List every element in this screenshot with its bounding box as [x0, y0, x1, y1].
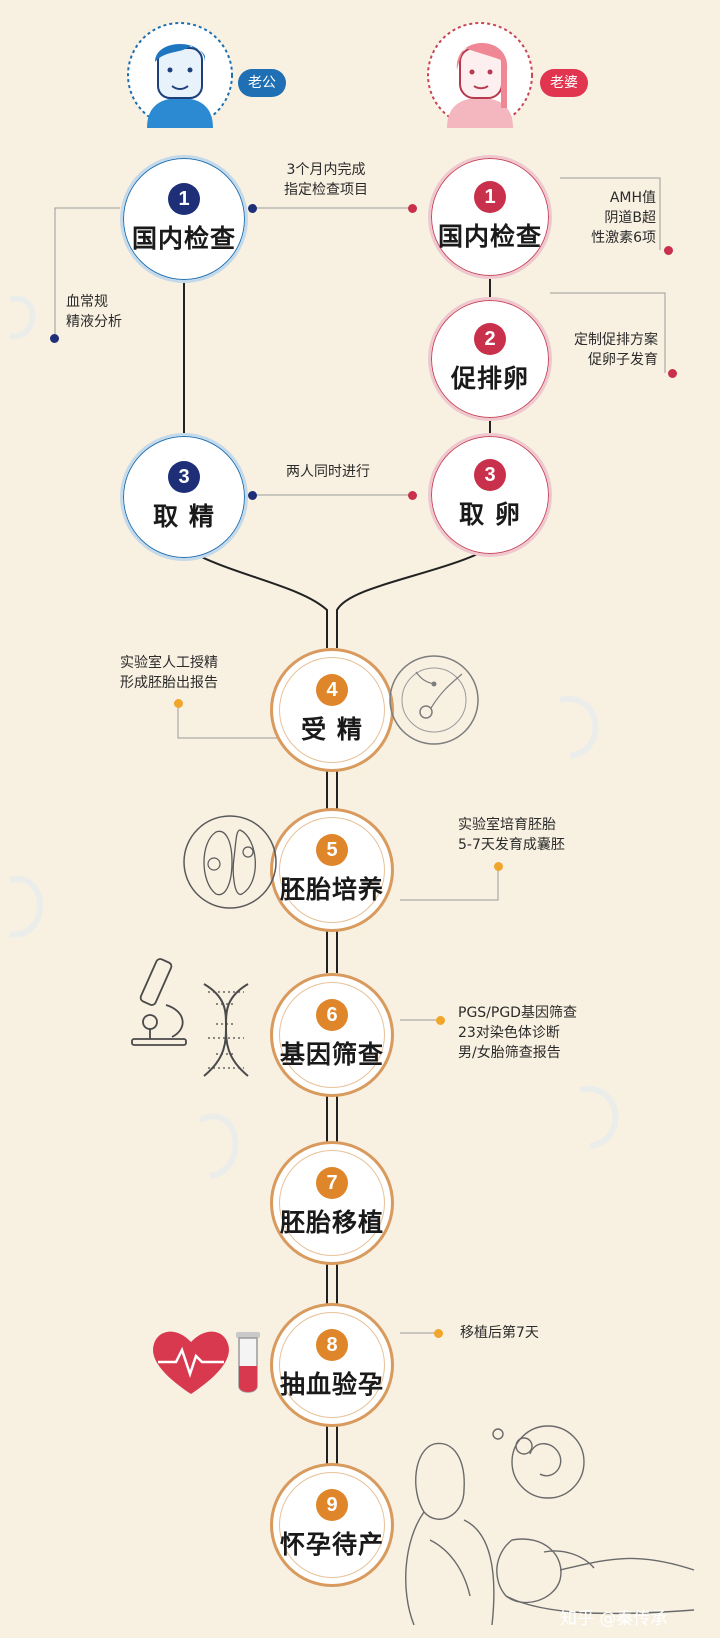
- step-8: 8 抽血验孕: [270, 1303, 394, 1427]
- note-dot: [494, 862, 503, 871]
- step-4-number: 4: [316, 674, 348, 706]
- note-dot: [408, 491, 417, 500]
- wife-step-2-label: 促排卵: [450, 364, 529, 393]
- note-culture: 实验室培育胚胎 5-7天发育成囊胚: [458, 817, 565, 853]
- note-dot: [408, 204, 417, 213]
- husband-step-1: 1 国内检查: [120, 155, 248, 283]
- watermark-text: 知乎 @秦传承: [560, 1609, 668, 1629]
- wife-step-3-number: 3: [474, 459, 506, 491]
- wife-step-2: 2 促排卵: [428, 297, 552, 421]
- heartbeat-icon: [153, 1331, 229, 1394]
- note-dot: [434, 1329, 443, 1338]
- husband-step-1-label: 国内检查: [131, 224, 236, 253]
- note-fertilization: 实验室人工授精 形成胚胎出报告: [120, 655, 218, 691]
- husband-step-1-number: 1: [168, 183, 200, 215]
- note-dot: [174, 699, 183, 708]
- note-husband-check: 血常规 精液分析: [66, 294, 122, 330]
- husband-step-3-label: 取 精: [153, 502, 215, 531]
- note-dot: [248, 491, 257, 500]
- sperm-egg-icon: [389, 655, 479, 745]
- wife-step-1: 1 国内检查: [428, 155, 552, 279]
- embryo-icon: [183, 815, 277, 909]
- wife-tag: 老婆: [540, 69, 588, 97]
- wife-step-3-label: 取 卵: [459, 500, 521, 529]
- husband-step-3-number: 3: [168, 461, 200, 493]
- step-7-number: 7: [316, 1167, 348, 1199]
- step-8-number: 8: [316, 1329, 348, 1361]
- step-9-label: 怀孕待产: [279, 1530, 384, 1559]
- step-6-label: 基因筛查: [279, 1040, 384, 1069]
- husband-step-3: 3 取 精: [120, 433, 248, 561]
- note-ovulation: 定制促排方案 促卵子发育: [574, 332, 658, 368]
- note-check-period: 3个月内完成 指定检查项目: [284, 162, 368, 198]
- step-9: 9 怀孕待产: [270, 1463, 394, 1587]
- note-dot: [436, 1016, 445, 1025]
- dna-icon: [203, 983, 249, 1077]
- step-9-number: 9: [316, 1489, 348, 1521]
- step-8-label: 抽血验孕: [279, 1370, 384, 1399]
- step-5-number: 5: [316, 834, 348, 866]
- note-dot: [50, 334, 59, 343]
- note-screening: PGS/PGD基因筛查 23对染色体诊断 男/女胎筛查报告: [458, 1005, 577, 1061]
- wife-step-1-number: 1: [474, 181, 506, 213]
- husband-tag: 老公: [238, 69, 286, 97]
- step-4: 4 受 精: [270, 648, 394, 772]
- mother-baby-illustration: [405, 1425, 695, 1626]
- step-6: 6 基因筛查: [270, 973, 394, 1097]
- step-7-label: 胚胎移植: [279, 1208, 384, 1237]
- note-simultaneous: 两人同时进行: [286, 464, 370, 480]
- test-tube-icon: [236, 1332, 260, 1393]
- man-avatar-icon: [125, 20, 235, 130]
- wife-step-1-label: 国内检查: [437, 222, 542, 251]
- note-blood-test: 移植后第7天: [460, 1325, 539, 1341]
- step-6-number: 6: [316, 999, 348, 1031]
- note-dot: [664, 246, 673, 255]
- step-7: 7 胚胎移植: [270, 1141, 394, 1265]
- microscope-icon: [131, 958, 187, 1046]
- note-dot: [248, 204, 257, 213]
- step-5: 5 胚胎培养: [270, 808, 394, 932]
- step-5-label: 胚胎培养: [279, 875, 384, 904]
- woman-avatar-icon: [425, 20, 535, 130]
- note-dot: [668, 369, 677, 378]
- step-4-label: 受 精: [301, 715, 363, 744]
- wife-step-2-number: 2: [474, 323, 506, 355]
- wife-step-3: 3 取 卵: [428, 433, 552, 557]
- note-wife-check: AMH值 阴道B超 性激素6项: [591, 190, 656, 246]
